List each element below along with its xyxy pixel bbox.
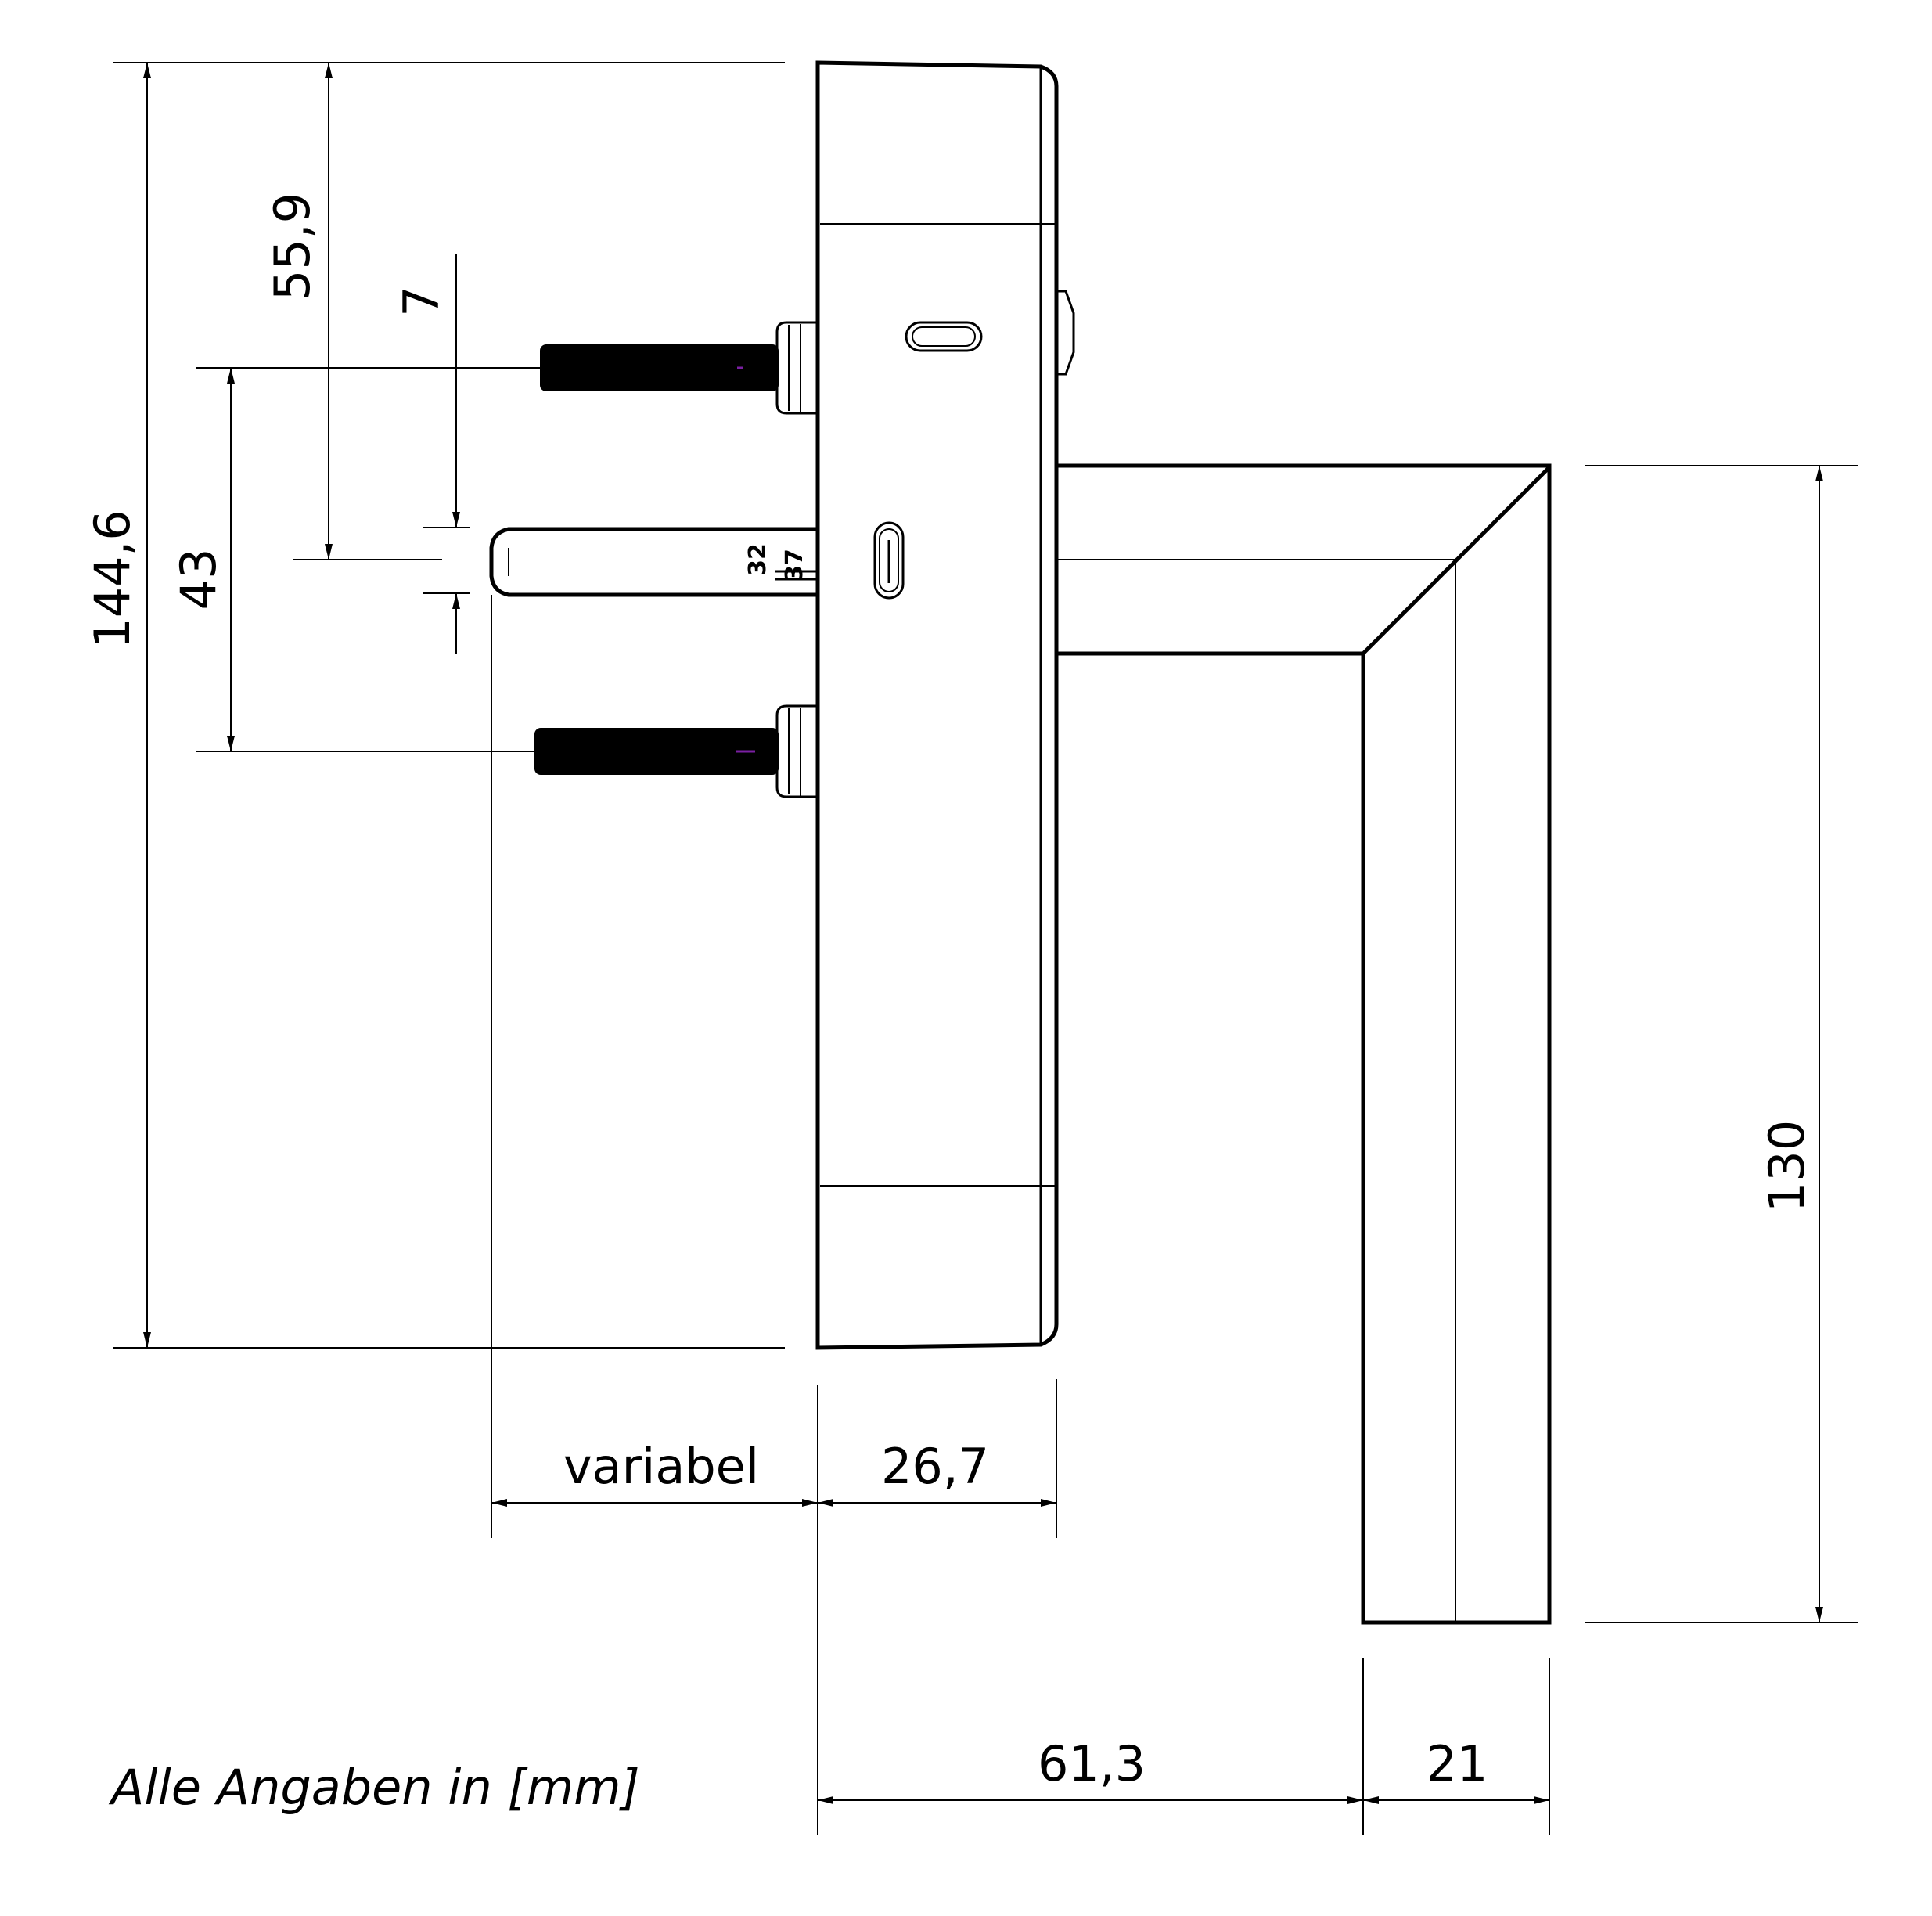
- upper-screw: [540, 321, 818, 415]
- spindle-mark-32: 32: [744, 543, 772, 576]
- screw-slot: [905, 321, 983, 352]
- units-note: Alle Angaben in [mm]: [108, 1759, 640, 1816]
- dim-lever-length: 130: [1758, 1120, 1815, 1212]
- dim-screw-spacing: 43: [170, 549, 227, 610]
- dim-top-to-square: 55,9: [264, 193, 321, 301]
- dimension-lines: [143, 63, 1823, 1804]
- extension-lines: [113, 62, 1858, 1835]
- index-slot: [873, 521, 905, 600]
- dim-square-size: 7: [393, 286, 450, 316]
- dim-total-height: 144,6: [84, 510, 141, 649]
- lower-screw: [534, 704, 818, 798]
- dim-lever-width: 21: [1427, 1735, 1488, 1792]
- dim-lever-projection: 61,3: [1038, 1735, 1146, 1792]
- square-spindle: 32 37: [489, 527, 818, 597]
- lever-handle: [1056, 463, 1552, 1625]
- dim-spindle-length: variabel: [563, 1438, 759, 1495]
- dim-rosette-depth: 26,7: [881, 1438, 989, 1495]
- rosette: [815, 60, 1075, 1350]
- spindle-mark-37: 37: [781, 549, 808, 582]
